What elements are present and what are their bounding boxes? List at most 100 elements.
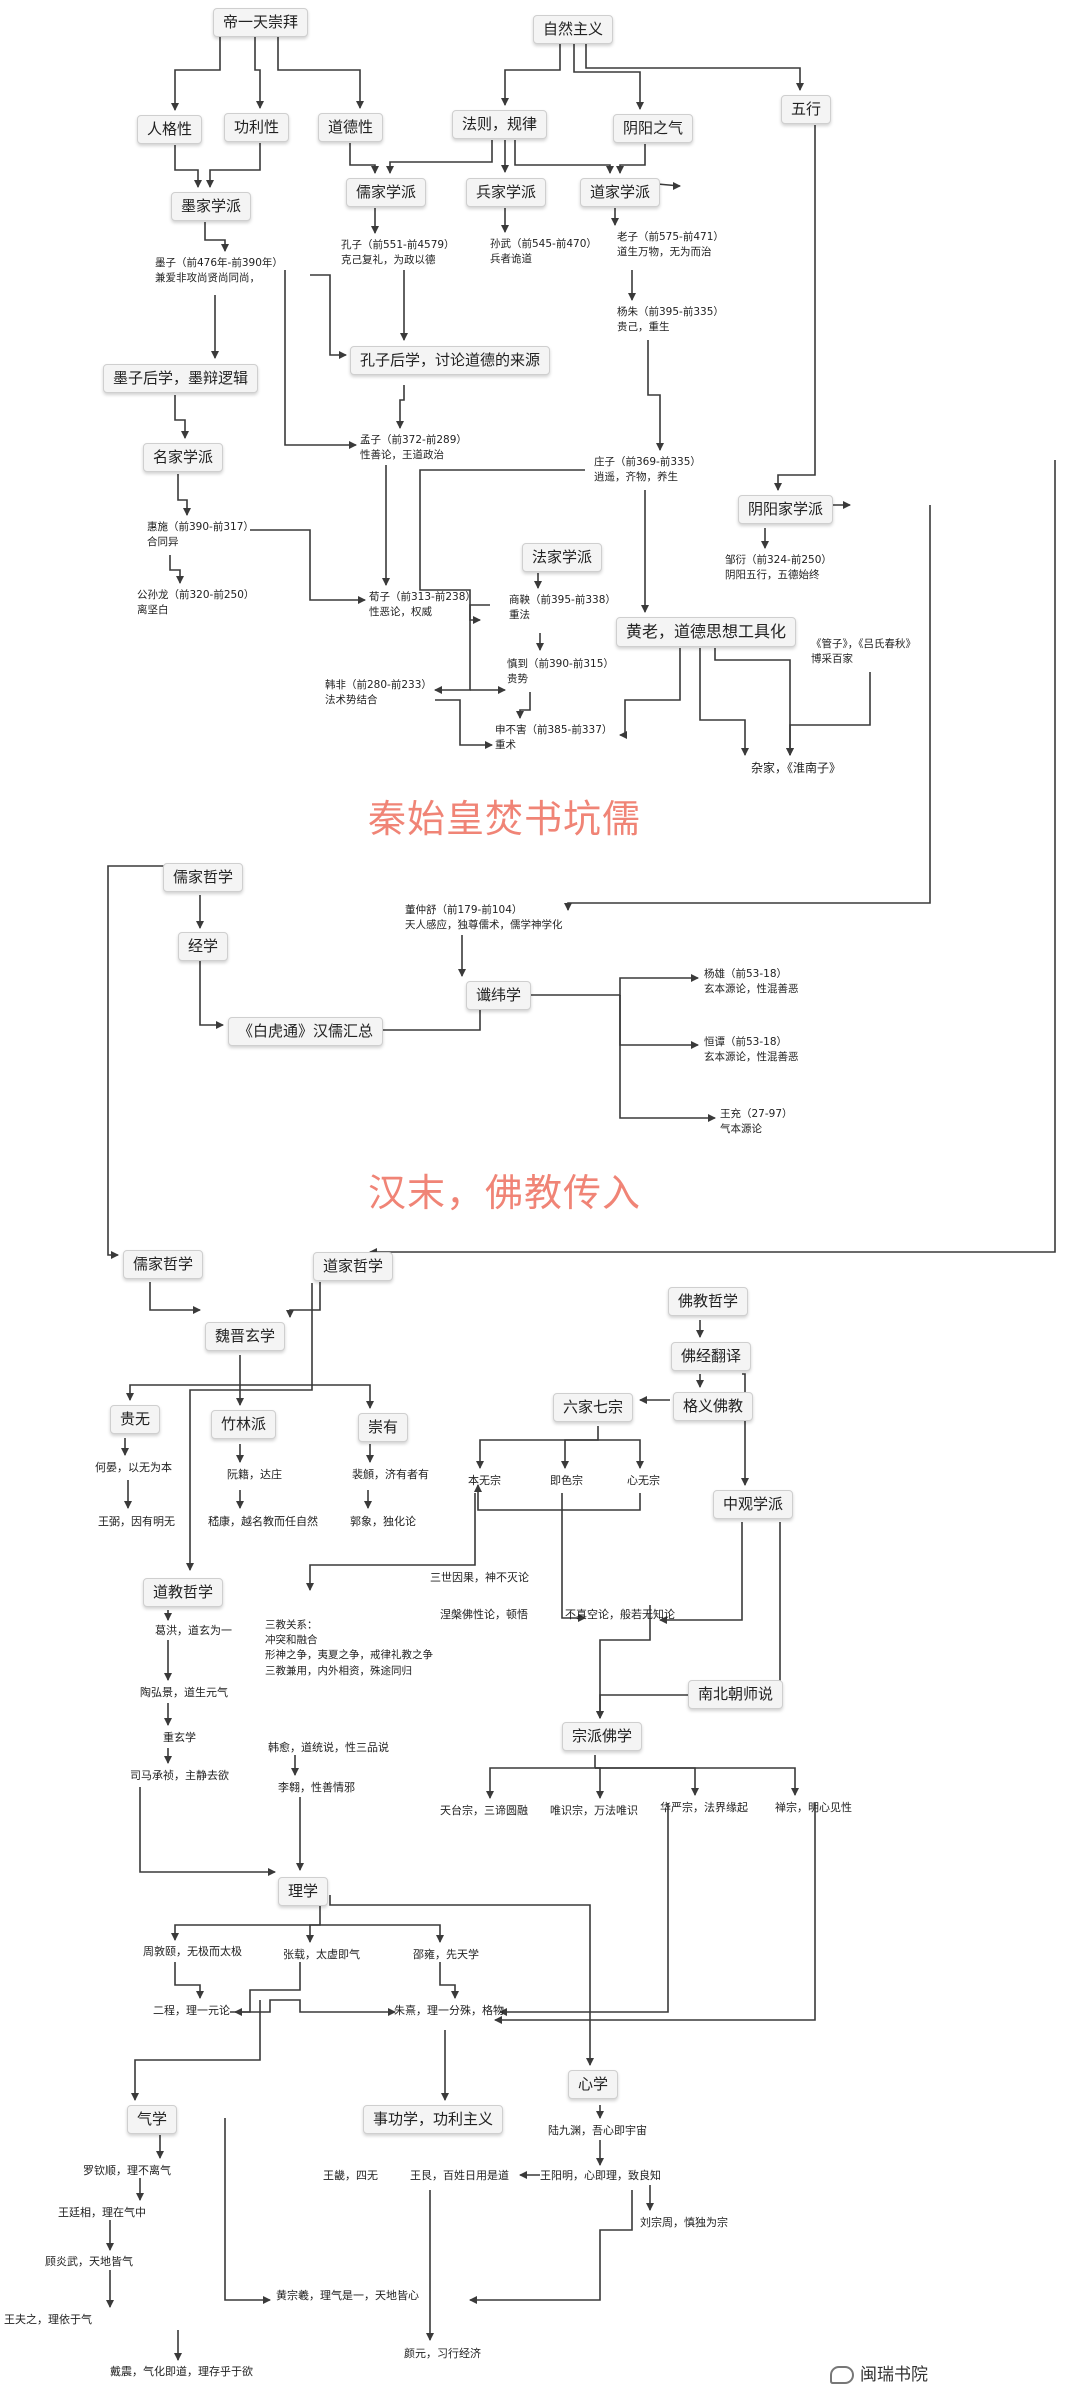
- connector-arrow: [284, 270, 357, 449]
- node-chong-you: 崇有: [358, 1413, 409, 1442]
- connector-arrow: [439, 1962, 459, 1999]
- node-three-lives-karma: 三世因果，神不灭论: [430, 1571, 529, 1584]
- connector-arrow: [514, 140, 614, 174]
- node-wang-fuzhi: 王夫之，理依于气: [4, 2313, 92, 2326]
- connector-arrow: [286, 1282, 321, 1318]
- connector-arrow: [254, 35, 264, 109]
- node-morality: 道德性: [318, 113, 384, 142]
- connector-arrow: [240, 1384, 374, 1409]
- connector-arrow: [171, 35, 221, 111]
- node-chan: 禅宗，明心见性: [775, 1801, 852, 1814]
- connector-arrow: [520, 974, 699, 996]
- connector-arrow: [329, 1895, 594, 2066]
- node-ruan-ji: 阮籍，达庄: [227, 1468, 282, 1481]
- connector-arrow: [494, 1803, 816, 2024]
- node-military-school: 兵家学派: [466, 178, 547, 207]
- node-confucian-philosophy-han: 儒家哲学: [163, 863, 244, 892]
- node-xinwu-school: 心无宗: [627, 1474, 660, 1487]
- node-sectarian-buddhism: 宗派佛学: [562, 1722, 643, 1751]
- node-chongxuan: 重玄学: [163, 1731, 196, 1744]
- connector-arrow: [386, 140, 493, 174]
- node-daoist-religion-philosophy: 道教哲学: [143, 1578, 224, 1607]
- node-lu-jiuyuan: 陆九渊，吾心即宇宙: [548, 2124, 647, 2137]
- node-sutra-translation: 佛经翻译: [671, 1342, 752, 1371]
- node-geyi-buddhism: 格义佛教: [673, 1392, 754, 1421]
- connector-arrow: [561, 1493, 586, 1622]
- connector-arrow: [561, 1439, 598, 1469]
- connector-arrow: [595, 1767, 604, 1799]
- node-confucius-disciples: 孔子后学，讨论道德的来源: [350, 346, 551, 375]
- node-pei-wei: 裴頠，济有者有: [352, 1468, 429, 1481]
- node-tao-hongjing: 陶弘景，道生元气: [140, 1686, 228, 1699]
- node-personality: 人格性: [137, 115, 203, 144]
- node-nanbei-schools: 南北朝师说: [688, 1680, 784, 1709]
- node-daoist-philosophy: 道家哲学: [313, 1252, 394, 1281]
- node-wang-yangming: 王阳明，心即理，致良知: [540, 2169, 661, 2182]
- connector-arrow: [149, 1282, 201, 1314]
- connector-arrow: [434, 604, 490, 694]
- connector-arrow: [419, 469, 585, 624]
- node-buddhist-philosophy: 佛教哲学: [668, 1287, 749, 1316]
- node-bamboo-grove: 竹林派: [211, 1410, 277, 1439]
- node-naturalism: 自然主义: [533, 15, 614, 44]
- connector-arrow: [174, 145, 202, 188]
- connector-arrow: [169, 555, 184, 584]
- connector-arrow: [174, 395, 189, 439]
- node-hui-shi: 惠施（前390-前317）合同异: [147, 521, 254, 549]
- node-three-teachings: 三教关系：冲突和融合形神之争，夷夏之争，戒律礼教之争三教兼用，内外相资，殊途同归: [265, 1619, 433, 1677]
- node-confucian-school: 儒家学派: [346, 178, 427, 207]
- node-he-yan: 何晏，以无为本: [95, 1461, 172, 1474]
- node-gu-yanwu: 顾炎武，天地皆气: [45, 2255, 133, 2268]
- connector-arrow: [616, 144, 646, 174]
- node-jise-school: 即色宗: [550, 1474, 583, 1487]
- node-han-yu: 韩愈，道统说，性三品说: [268, 1741, 389, 1754]
- connector-arrow: [369, 1010, 481, 1034]
- node-law-rules: 法则，规律: [452, 110, 548, 139]
- node-sun-wu: 孙武（前545-前470）兵者诡道: [490, 238, 597, 266]
- node-yan-yuan: 颜元，习行经济: [404, 2347, 481, 2360]
- node-weijin-xuanxue: 魏晋玄学: [205, 1322, 286, 1351]
- connector-arrow: [126, 1355, 241, 1401]
- connector-arrow: [396, 385, 405, 429]
- connector-arrow: [595, 1767, 799, 1796]
- connector-arrow: [320, 1924, 444, 1943]
- connector-arrow: [186, 1283, 313, 1571]
- connector-arrow: [204, 222, 229, 252]
- connector-arrow: [595, 1767, 699, 1796]
- connector-arrow: [585, 40, 804, 91]
- connector-arrow: [501, 40, 561, 106]
- connector-arrow: [177, 474, 191, 516]
- node-yin-yang-school: 阴阳家学派: [738, 495, 834, 524]
- node-huang-lao: 黄老，道德思想工具化: [616, 617, 797, 647]
- node-baihu-tong: 《白虎通》汉儒汇总: [228, 1017, 384, 1046]
- node-yang-xiong: 杨雄（前53-18）玄本源论，性混善恶: [704, 968, 799, 996]
- connector-arrow: [250, 529, 366, 604]
- connector-arrow: [435, 699, 493, 749]
- node-dong-zhongshu: 董仲舒（前179-前104）天人感应，独尊儒术，儒学神学化: [405, 904, 563, 932]
- node-qi-school: 气学: [127, 2105, 178, 2134]
- node-classics-study: 经学: [178, 932, 229, 961]
- connector-arrow: [369, 460, 1056, 1256]
- node-ji-kang: 嵇康，越名教而任自然: [208, 1515, 318, 1528]
- node-mind-school: 心学: [568, 2070, 619, 2099]
- connector-arrow: [306, 1493, 476, 1591]
- node-shen-dao: 慎到（前390-前315）贵势: [507, 658, 614, 686]
- connector-arrow: [774, 125, 816, 491]
- node-zhou-dunyi: 周敦颐，无极而太极: [143, 1945, 242, 1958]
- connector-arrow: [516, 692, 531, 719]
- connector-arrow: [206, 143, 261, 188]
- node-laozi: 老子（前575-前471）道生万物，无为而治: [617, 231, 724, 259]
- node-benwu-school: 本无宗: [468, 1474, 501, 1487]
- connector-arrow: [564, 505, 931, 911]
- connector-arrow: [714, 648, 794, 756]
- connector-arrow: [469, 2190, 633, 2304]
- connector-arrow: [230, 1999, 396, 2016]
- node-guo-xiang: 郭象，独化论: [350, 1515, 416, 1528]
- connector-arrow: [499, 1803, 669, 2016]
- connector-arrow: [596, 1605, 651, 1719]
- node-dai-zhen: 戴震，气化即道，理存乎于欲: [110, 2365, 253, 2378]
- node-huayan: 华严宗，法界缘起: [660, 1801, 748, 1814]
- node-han-fei: 韩非（前280-前233）法术势结合: [325, 679, 432, 707]
